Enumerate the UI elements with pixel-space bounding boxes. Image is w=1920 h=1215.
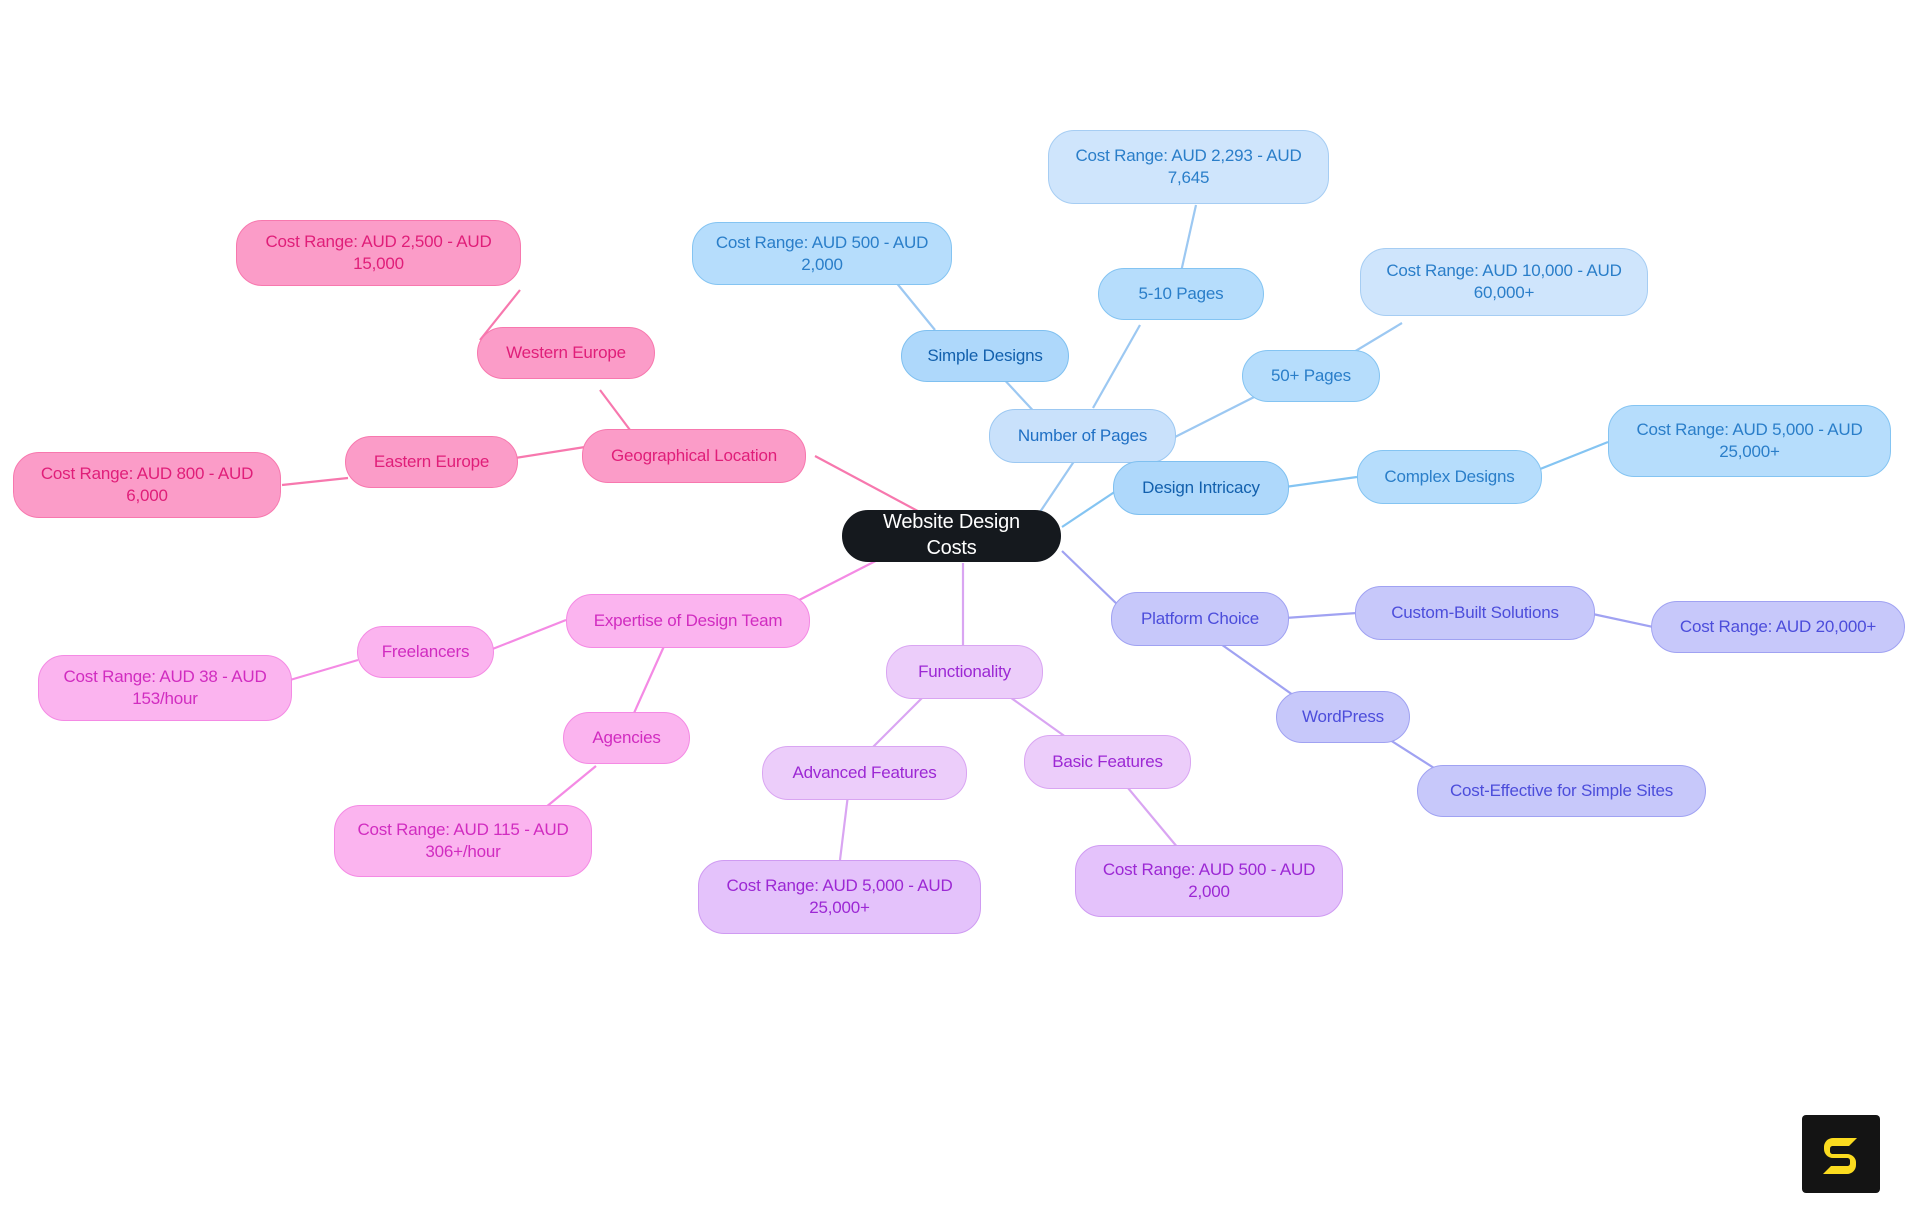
cost-freelancers[interactable]: Cost Range: AUD 38 - AUD 153/hour bbox=[38, 655, 292, 721]
node-complex-designs[interactable]: Complex Designs bbox=[1357, 450, 1542, 504]
node-50-plus-pages[interactable]: 50+ Pages bbox=[1242, 350, 1380, 402]
edge-expertise-freelancers bbox=[489, 618, 567, 652]
edge-agencies-cost bbox=[539, 765, 597, 813]
cost-5-10-pages[interactable]: Cost Range: AUD 2,293 - AUD 7,645 bbox=[1048, 130, 1329, 204]
branch-geographical-location[interactable]: Geographical Location bbox=[582, 429, 806, 483]
node-5-10-pages[interactable]: 5-10 Pages bbox=[1098, 268, 1264, 320]
node-freelancers[interactable]: Freelancers bbox=[357, 626, 494, 678]
node-wordpress-cost-effective[interactable]: Cost-Effective for Simple Sites bbox=[1417, 765, 1706, 817]
edge-basic-cost bbox=[1127, 787, 1179, 849]
cost-eastern-europe[interactable]: Cost Range: AUD 800 - AUD 6,000 bbox=[13, 452, 281, 518]
cost-simple-designs[interactable]: Cost Range: AUD 500 - AUD 2,000 bbox=[692, 222, 952, 285]
node-custom-built-solutions[interactable]: Custom-Built Solutions bbox=[1355, 586, 1595, 640]
edge-simple-cost bbox=[894, 280, 936, 331]
cost-western-europe[interactable]: Cost Range: AUD 2,500 - AUD 15,000 bbox=[236, 220, 521, 286]
edge-pages-50plus bbox=[1174, 389, 1269, 438]
root-node[interactable]: Website Design Costs bbox=[842, 510, 1061, 562]
cost-50-plus-pages[interactable]: Cost Range: AUD 10,000 - AUD 60,000+ bbox=[1360, 248, 1648, 316]
edge-pages-5-10 bbox=[1092, 324, 1141, 409]
branch-functionality[interactable]: Functionality bbox=[886, 645, 1043, 699]
logo-s-icon bbox=[1823, 1138, 1857, 1174]
edge-expertise-agencies bbox=[628, 643, 667, 723]
cost-basic-features[interactable]: Cost Range: AUD 500 - AUD 2,000 bbox=[1075, 845, 1343, 917]
node-basic-features[interactable]: Basic Features bbox=[1024, 735, 1191, 789]
branch-expertise-of-design-team[interactable]: Expertise of Design Team bbox=[566, 594, 810, 648]
node-agencies[interactable]: Agencies bbox=[563, 712, 690, 764]
edge-root-intricacy bbox=[1061, 486, 1123, 528]
edge-custom-cost bbox=[1587, 611, 1654, 629]
edge-5-10-cost bbox=[1179, 204, 1198, 273]
node-wordpress[interactable]: WordPress bbox=[1276, 691, 1410, 743]
cost-agencies[interactable]: Cost Range: AUD 115 - AUD 306+/hour bbox=[334, 805, 592, 877]
node-advanced-features[interactable]: Advanced Features bbox=[762, 746, 967, 800]
edge-geo-western bbox=[599, 389, 631, 431]
node-simple-designs[interactable]: Simple Designs bbox=[901, 330, 1069, 382]
edge-freelancers-cost bbox=[289, 658, 359, 682]
edge-platform-wordpress bbox=[1217, 641, 1301, 701]
edge-platform-custom bbox=[1284, 611, 1358, 620]
branch-number-of-pages[interactable]: Number of Pages bbox=[989, 409, 1176, 463]
edge-advanced-cost bbox=[838, 794, 850, 861]
cost-advanced-features[interactable]: Cost Range: AUD 5,000 - AUD 25,000+ bbox=[698, 860, 981, 934]
cost-complex-designs[interactable]: Cost Range: AUD 5,000 - AUD 25,000+ bbox=[1608, 405, 1891, 477]
edge-intricacy-complex bbox=[1284, 475, 1358, 489]
brand-logo bbox=[1802, 1115, 1880, 1193]
cost-custom-built-solutions[interactable]: Cost Range: AUD 20,000+ bbox=[1651, 601, 1905, 653]
edge-eastern-cost bbox=[281, 476, 349, 487]
node-eastern-europe[interactable]: Eastern Europe bbox=[345, 436, 518, 488]
node-western-europe[interactable]: Western Europe bbox=[477, 327, 655, 379]
branch-platform-choice[interactable]: Platform Choice bbox=[1111, 592, 1289, 646]
edge-functionality-advanced bbox=[869, 689, 931, 751]
edge-root-platform bbox=[1061, 550, 1121, 608]
branch-design-intricacy[interactable]: Design Intricacy bbox=[1113, 461, 1289, 515]
